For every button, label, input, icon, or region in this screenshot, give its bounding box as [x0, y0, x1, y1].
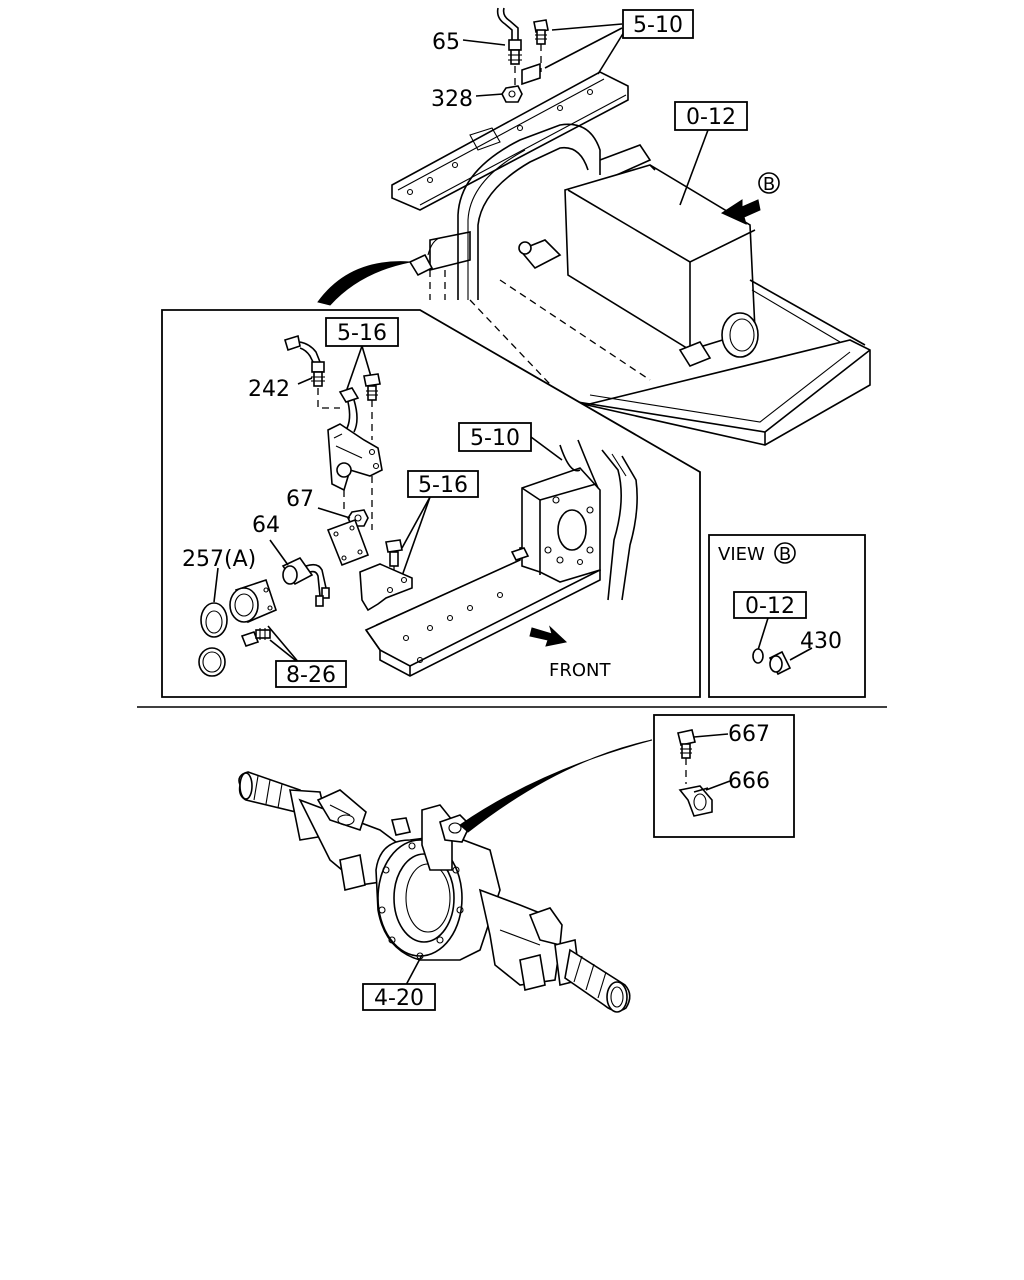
ref-5-10-mid: 5-10: [470, 426, 520, 451]
label-242: 242: [248, 377, 290, 402]
detail-callout-curve: [317, 261, 411, 306]
axle-detail-inset: 667 666: [653, 714, 795, 838]
top-parts: 65 328 5-10 0-12: [431, 7, 748, 206]
frame-rails: [429, 123, 652, 300]
part-430-plug: [752, 648, 792, 676]
part-242-sensor: [284, 334, 325, 387]
ref-5-16-a: 5-16: [337, 321, 387, 346]
label-64: 64: [252, 513, 280, 538]
ref-box-8-26: [275, 660, 347, 688]
inset-detail: 242 5-16: [161, 309, 701, 698]
ref-4-20: 4-20: [374, 986, 424, 1011]
bolt-5-16-a: [363, 373, 381, 401]
clip-5-16: [338, 387, 360, 433]
ref-0-12-view: 0-12: [745, 594, 795, 619]
ref-5-10-top: 5-10: [633, 13, 683, 38]
ref-box-0-12-top: [674, 101, 748, 131]
view-b-arrow: B: [720, 172, 780, 225]
ref-box-5-10-top: [622, 9, 694, 39]
label-65: 65: [432, 30, 460, 55]
part-64-switch: [281, 556, 330, 607]
view-b-inset: VIEW B 0-12 430: [708, 534, 866, 698]
ref-8-26: 8-26: [286, 663, 336, 688]
bolt-5-10-top: [533, 19, 549, 45]
part-65-sensor: [496, 7, 522, 65]
part-257a-cap: [198, 602, 228, 677]
right-spindle: [564, 948, 631, 1013]
part-666-clip: [678, 785, 713, 817]
ref-5-16-b: 5-16: [418, 473, 468, 498]
label-67: 67: [286, 487, 314, 512]
stay-bracket: [359, 563, 413, 612]
ref-box-5-16-b: [407, 470, 479, 498]
label-328: 328: [431, 87, 473, 112]
part-667-bolt: [677, 729, 696, 759]
top-assembly: B: [317, 71, 871, 446]
label-430: 430: [800, 629, 842, 654]
speed-sensor-housing: [229, 578, 277, 624]
label-257a: 257(A): [182, 547, 256, 572]
frame-section: [364, 439, 638, 677]
axle-callout-curve: [459, 739, 653, 833]
bolt-8-26: [240, 628, 271, 647]
view-marker: B: [779, 544, 791, 565]
ref-0-12-top: 0-12: [686, 105, 736, 130]
front-arrow: [529, 625, 568, 647]
ref-box-5-16-a: [325, 317, 399, 347]
ref-box-0-12-view: [733, 591, 807, 619]
mounting-plate: [326, 518, 370, 567]
left-housing: [298, 789, 412, 891]
view-b-marker: B: [763, 174, 775, 195]
ref-box-4-20: [362, 983, 436, 1011]
part-328-nut: [501, 85, 523, 103]
center-housing: [375, 804, 501, 961]
tank: [518, 164, 759, 367]
front-label: FRONT: [549, 660, 611, 681]
label-666: 666: [728, 769, 770, 794]
axle-assembly: 4-20: [238, 739, 653, 1013]
view-text: VIEW: [718, 544, 765, 565]
sensor-bracket: [327, 423, 383, 492]
label-667: 667: [728, 722, 770, 747]
